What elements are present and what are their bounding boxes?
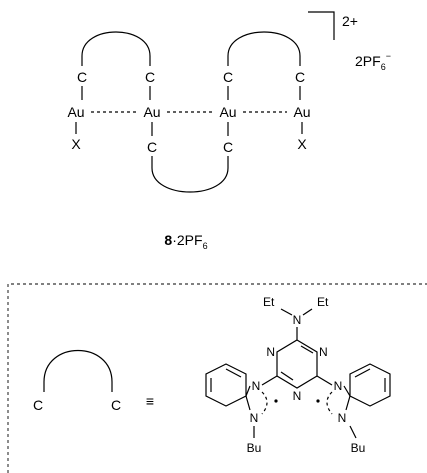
right-imidazole-bond: [345, 395, 351, 411]
benzimidazole-n3-left: N: [250, 411, 259, 425]
right-carbene-lone-pair: [316, 399, 320, 403]
carbon-label: C: [223, 69, 233, 85]
right-benzo-double-bond: [354, 368, 371, 378]
compound-label: 8·2PF6: [164, 232, 207, 251]
triazine-n: N: [293, 389, 302, 403]
legend-carbon-right: C: [111, 397, 121, 413]
right-imidazole-bond: [343, 385, 351, 397]
counterion-label: 2PF6−: [355, 51, 391, 72]
generic-ligand-arch: [43, 350, 113, 392]
gold-atom-1: Au: [67, 104, 84, 120]
left-imidazole-bond: [245, 385, 251, 397]
butyl-label-left: Bu: [247, 441, 262, 455]
ethyl-label-right: Et: [317, 295, 329, 309]
legend-carbon-left: C: [33, 397, 43, 413]
triazine-ring: [276, 339, 318, 389]
carbon-label: C: [145, 69, 155, 85]
carbon-label: C: [147, 139, 157, 155]
benzimidazole-n3-right: N: [338, 411, 347, 425]
et-n-bond: [280, 308, 293, 316]
amine-nitrogen: N: [293, 313, 302, 327]
butyl-label-right: Bu: [351, 441, 366, 455]
upper-left-ligand-arch: [81, 31, 151, 66]
equivalence-symbol: ≡: [146, 393, 154, 409]
legend-definition: C C ≡: [33, 350, 154, 413]
carbon-label: C: [223, 139, 233, 155]
carbon-label: C: [77, 69, 87, 85]
left-imidazole-bond: [245, 395, 251, 411]
charge-bracket: [308, 11, 335, 40]
charge-label: 2+: [342, 13, 358, 29]
triazine-n: N: [266, 345, 275, 359]
triazine-double-bond: [300, 345, 314, 354]
left-carbene-lone-pair: [274, 399, 278, 403]
gold-atom-4: Au: [293, 104, 310, 120]
right-benzo-ring: [349, 363, 391, 407]
legend-dashed-frame: [7, 283, 427, 473]
triazine-double-bond: [280, 371, 294, 381]
terminal-ligand-right: X: [297, 136, 307, 152]
gold-atom-2: Au: [143, 104, 160, 120]
benzimidazole-n1-left: N: [252, 379, 261, 393]
left-carbene-arc: [261, 391, 268, 415]
terminal-ligand-left: X: [71, 136, 81, 152]
left-benzo-double-bond: [225, 368, 242, 378]
triazine-n: N: [319, 345, 328, 359]
right-carbene-arc: [326, 391, 333, 415]
ethyl-label-left: Et: [263, 295, 275, 309]
triazine-nhc-bond: [261, 375, 278, 386]
triazine-nhc-bond: [316, 375, 333, 386]
carbon-label: C: [295, 69, 305, 85]
lower-ligand-arch: [151, 156, 229, 193]
et-n-bond: [302, 308, 313, 316]
bis-nhc-ligand-structure: Et Et N N N N N N Bu N N: [205, 295, 391, 455]
n-butyl-bond: [349, 425, 357, 439]
gold-atom-3: Au: [219, 104, 236, 120]
tetragold-complex: C C C C Au Au Au Au X X C C 2+ 2PF6−: [67, 11, 391, 193]
benzimidazole-n1-right: N: [334, 379, 343, 393]
upper-right-ligand-arch: [227, 31, 301, 66]
left-benzo-ring: [205, 363, 247, 407]
